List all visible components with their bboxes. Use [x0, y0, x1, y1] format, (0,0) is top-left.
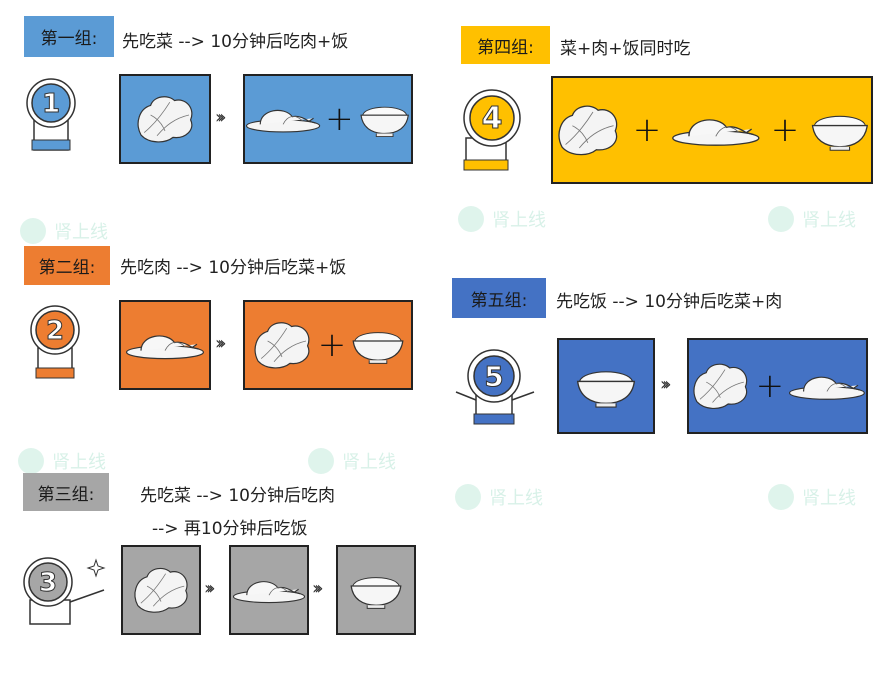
- meat-plate-icon: [125, 324, 205, 366]
- group5-panel-vegetable-meat: +: [687, 338, 868, 434]
- watermark: 肾上线: [455, 484, 543, 510]
- group1-panel-meat-rice: +: [243, 74, 413, 164]
- plus-icon: +: [632, 110, 662, 150]
- group3-panel-meat: [229, 545, 309, 635]
- meat-plate-icon: [788, 365, 866, 407]
- chevrons-icon: ›››: [660, 374, 671, 395]
- watermark: 肾上线: [18, 448, 106, 474]
- group1-label: 第一组:: [24, 16, 114, 57]
- watermark-logo-icon: [20, 218, 46, 244]
- watermark-text: 肾上线: [489, 488, 543, 509]
- group3-panel-rice: [336, 545, 416, 635]
- watermark-text: 肾上线: [52, 452, 106, 473]
- watermark-logo-icon: [308, 448, 334, 474]
- cabbage-icon: [250, 317, 314, 373]
- group2-panel-meat: [119, 300, 211, 390]
- cabbage-icon: [133, 91, 197, 147]
- watermark: 肾上线: [308, 448, 396, 474]
- cabbage-icon: [553, 100, 623, 160]
- rice-bowl-icon: [350, 324, 406, 366]
- chevrons-icon: ›››: [204, 578, 215, 599]
- group3-panel-vegetable: [121, 545, 201, 635]
- watermark: 肾上线: [20, 218, 108, 244]
- watermark-logo-icon: [458, 206, 484, 232]
- watermark: 肾上线: [768, 206, 856, 232]
- rice-bowl-icon: [809, 107, 871, 153]
- watermark-text: 肾上线: [802, 488, 856, 509]
- chevrons-icon: ›››: [215, 333, 226, 354]
- number-1-character-icon: 1: [26, 78, 76, 151]
- number-2-character-icon: 2: [30, 305, 80, 379]
- group5-panel-rice: [557, 338, 655, 434]
- rice-bowl-icon: [358, 98, 411, 140]
- cabbage-icon: [130, 562, 192, 618]
- group2-panel-vegetable-rice: +: [243, 300, 413, 390]
- plus-icon: +: [770, 110, 800, 150]
- watermark-text: 肾上线: [492, 210, 546, 231]
- watermark-logo-icon: [18, 448, 44, 474]
- watermark: 肾上线: [768, 484, 856, 510]
- chevrons-icon: ›››: [215, 107, 226, 128]
- cabbage-icon: [689, 357, 752, 415]
- meat-plate-icon: [671, 107, 761, 153]
- plus-icon: +: [317, 325, 347, 365]
- number-3-character-icon: 3: [23, 557, 106, 625]
- group4-description: 菜+肉+饭同时吃: [560, 39, 691, 59]
- group2-description: 先吃肉 --> 10分钟后吃菜+饭: [120, 258, 347, 278]
- plus-icon: +: [755, 366, 785, 406]
- group1-panel-vegetable: [119, 74, 211, 164]
- group4-label: 第四组:: [461, 26, 550, 64]
- meat-plate-icon: [245, 98, 321, 140]
- watermark: 肾上线: [458, 206, 546, 232]
- plus-icon: +: [325, 99, 354, 139]
- group3-description-line1: 先吃菜 --> 10分钟后吃肉: [140, 486, 335, 506]
- watermark-text: 肾上线: [342, 452, 396, 473]
- rice-bowl-icon: [574, 363, 638, 409]
- group2-label: 第二组:: [24, 246, 110, 285]
- watermark-logo-icon: [455, 484, 481, 510]
- meat-plate-icon: [232, 570, 306, 610]
- number-4-character-icon: 4: [463, 89, 521, 171]
- group3-label: 第三组:: [23, 473, 109, 511]
- group-number: 5: [484, 360, 503, 393]
- group-number: 4: [482, 101, 503, 136]
- number-5-character-icon: 5: [455, 349, 535, 425]
- watermark-text: 肾上线: [54, 222, 108, 243]
- group-number: 2: [46, 316, 64, 346]
- group-number: 1: [42, 89, 60, 119]
- group5-label: 第五组:: [452, 278, 546, 318]
- group4-panel-all: + +: [551, 76, 873, 184]
- group5-description: 先吃饭 --> 10分钟后吃菜+肉: [556, 292, 783, 312]
- watermark-logo-icon: [768, 206, 794, 232]
- rice-bowl-icon: [348, 569, 404, 611]
- group-number: 3: [39, 568, 57, 598]
- group1-description: 先吃菜 --> 10分钟后吃肉+饭: [122, 32, 349, 52]
- group3-description-line2: --> 再10分钟后吃饭: [152, 519, 308, 539]
- watermark-text: 肾上线: [802, 210, 856, 231]
- watermark-logo-icon: [768, 484, 794, 510]
- chevrons-icon: ›››: [312, 578, 323, 599]
